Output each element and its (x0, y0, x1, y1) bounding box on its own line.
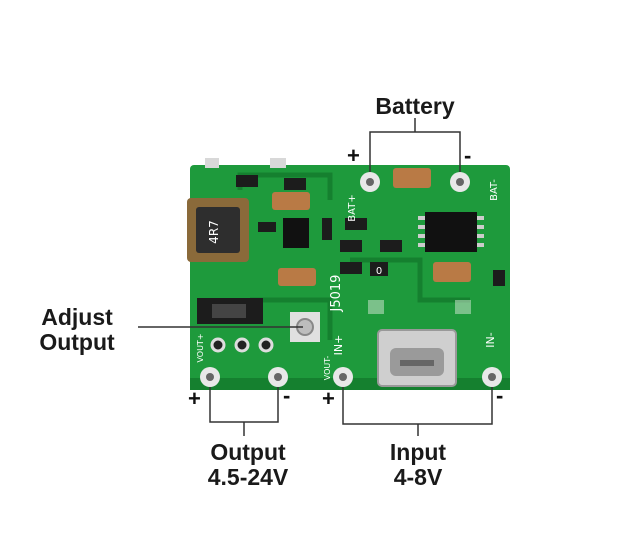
top-chip (270, 158, 286, 168)
pad-area (368, 300, 384, 314)
output-line2: 4.5-24V (207, 464, 289, 490)
silk-model: J5019 (329, 275, 344, 313)
input-line1: Input (389, 439, 447, 465)
adjust-output-label: Adjust Output (22, 305, 132, 355)
vout-plus-pad-hole (206, 373, 214, 381)
output-line1: Output (210, 439, 286, 465)
inductor-label: 4R7 (207, 220, 221, 244)
capacitor (433, 262, 471, 282)
battery-label: Battery (375, 93, 455, 119)
input-plus-sign: + (322, 386, 335, 411)
input-line2: 4-8V (393, 464, 443, 490)
silk-bat-plus: BAT+ (347, 194, 358, 221)
pad-area (455, 300, 471, 314)
resistor (380, 240, 402, 252)
silk-vout-plus: VOUT+ (196, 333, 205, 362)
resistor (340, 262, 362, 274)
micro-usb-port (377, 329, 457, 387)
resistor (284, 178, 306, 190)
in-minus-pad-hole (488, 373, 496, 381)
battery-plus-sign: + (347, 143, 360, 168)
capacitor (278, 268, 316, 286)
resistor (345, 218, 367, 230)
input-bracket (342, 387, 493, 425)
ic-sop8 (418, 212, 484, 252)
adjust-line1: Adjust (41, 304, 113, 330)
output-header-hole (210, 337, 226, 353)
diode-window (212, 304, 246, 318)
output-bracket (209, 387, 279, 423)
in-plus-pad-hole (339, 373, 347, 381)
inductor-4r7: 4R7 (187, 198, 249, 262)
resistor (340, 240, 362, 252)
cap-label: 0 (376, 266, 382, 277)
trace (250, 297, 333, 340)
trace (350, 257, 470, 303)
input-label: Input 4-8V (368, 440, 468, 490)
adjust-line2: Output (39, 329, 115, 355)
battery-minus-sign: - (464, 143, 472, 168)
silk-in-minus: IN- (484, 332, 497, 347)
capacitor (272, 192, 310, 210)
resistor (493, 270, 505, 286)
resistor (322, 218, 332, 240)
resistor (258, 222, 276, 232)
silk-bat-minus: BAT- (489, 179, 500, 201)
capacitor (393, 168, 431, 188)
output-header-hole (234, 337, 250, 353)
ic-sot23 (283, 218, 309, 248)
output-label: Output 4.5-24V (188, 440, 308, 490)
silk-in-plus: IN+ (332, 335, 345, 356)
top-chip (205, 158, 219, 168)
bat-plus-pad-hole (366, 178, 374, 186)
vout-minus-pad-hole (274, 373, 282, 381)
output-minus-sign: - (283, 383, 291, 408)
cap-small (370, 262, 388, 276)
silk-vout-minus: VOUT- (323, 356, 332, 381)
output-plus-sign: + (188, 386, 201, 411)
input-minus-sign: - (496, 383, 504, 408)
bat-minus-pad-hole (456, 178, 464, 186)
output-header-hole (258, 337, 274, 353)
resistor (236, 175, 258, 187)
